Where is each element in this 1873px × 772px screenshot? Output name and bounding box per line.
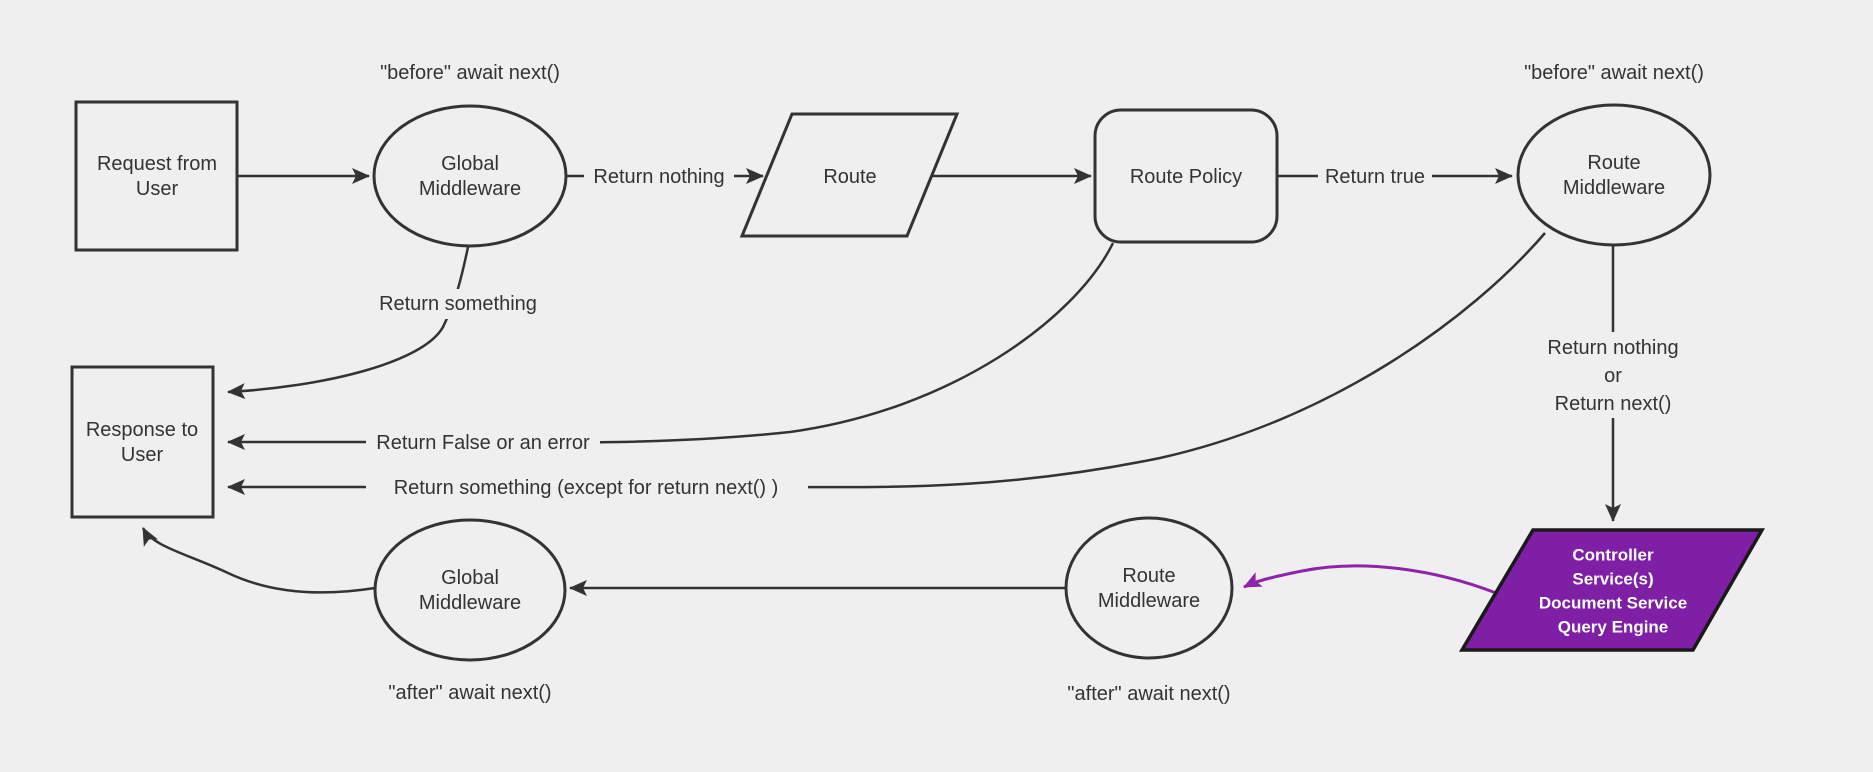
edge-controller-to-route-middleware-bottom <box>1243 564 1497 595</box>
node-global-middleware-top: Global Middleware <box>372 104 568 248</box>
node-label-line2: Middleware <box>1098 590 1200 612</box>
node-label-line2: Middleware <box>419 592 521 614</box>
node-route: Route <box>739 112 960 238</box>
edge-label-text: Return False or an error <box>376 432 590 454</box>
annotation-before-await-next-right: "before" await next() <box>1524 62 1704 84</box>
edge-label-bg <box>366 473 808 503</box>
node-route-shape <box>739 112 960 238</box>
edge-label-return-true: Return true <box>1318 161 1432 191</box>
node-label-line1: Response to <box>86 419 198 441</box>
node-label-line1: Route <box>823 166 876 188</box>
node-label-line2: Middleware <box>419 178 521 200</box>
node-label-line2: Middleware <box>1563 177 1665 199</box>
edge-label-text: Return something <box>379 293 537 315</box>
edge-global-middleware-to-response <box>227 246 470 400</box>
edge-label-return-something: Return something <box>368 289 548 319</box>
node-global-middleware-top-shape <box>372 104 568 248</box>
edge-global-middleware-bottom-to-response <box>141 527 376 594</box>
annotation-after-await-next-left: "after" await next() <box>388 682 551 704</box>
node-label-line2: Service(s) <box>1572 570 1653 589</box>
node-label-line1: Route <box>1587 152 1640 174</box>
edge-label-return-nothing-or-next: Return nothing or Return next() <box>1518 332 1708 418</box>
edge-label-return-something-except: Return something (except for return next… <box>366 473 808 503</box>
node-label-line1: Controller <box>1572 546 1654 565</box>
node-global-middleware-bottom-shape <box>373 518 567 662</box>
node-route-policy-shape <box>1093 108 1279 244</box>
edge-label-bg <box>1518 332 1708 418</box>
node-label-line1: Route Policy <box>1130 166 1242 188</box>
edge-label-text: Return something (except for return next… <box>394 477 779 499</box>
edge-label-text-line3: Return next() <box>1555 393 1672 415</box>
edge-label-return-false-or-error: Return False or an error <box>366 428 600 458</box>
node-route-middleware-top: Route Middleware <box>1516 103 1712 247</box>
node-label-line1: Route <box>1122 565 1175 587</box>
node-label-line1: Global <box>441 567 499 589</box>
node-route-middleware-top-shape <box>1516 103 1712 247</box>
node-route-middleware-bottom-shape <box>1064 516 1234 660</box>
node-response-to-user-shape <box>70 365 215 519</box>
node-request-from-user: Request from User <box>74 100 239 252</box>
edge-label-text-line1: Return nothing <box>1547 337 1678 359</box>
node-label-line1: Request from <box>97 153 217 175</box>
node-response-to-user: Response to User <box>70 365 215 519</box>
edge-label-bg <box>368 289 548 319</box>
annotation-before-await-next-left: "before" await next() <box>380 62 560 84</box>
node-global-middleware-bottom: Global Middleware <box>373 518 567 662</box>
annotation-after-await-next-right: "after" await next() <box>1067 683 1230 705</box>
node-label-line3: Document Service <box>1539 594 1687 613</box>
edge-label-text: Return true <box>1325 166 1425 188</box>
node-label-line2: User <box>121 444 164 466</box>
edge-label-bg <box>1318 161 1432 191</box>
edge-route-middleware-to-response <box>227 232 1546 495</box>
node-label-line2: User <box>136 178 179 200</box>
node-route-middleware-bottom: Route Middleware <box>1064 516 1234 660</box>
node-label-line4: Query Engine <box>1558 618 1669 637</box>
node-label-line1: Global <box>441 153 499 175</box>
node-controller-services: Controller Service(s) Document Service Q… <box>1458 528 1766 652</box>
edge-label-text: Return nothing <box>593 166 724 188</box>
edge-label-return-nothing: Return nothing <box>584 161 734 191</box>
edge-label-bg <box>366 428 600 458</box>
edge-label-bg <box>584 161 734 191</box>
node-request-from-user-shape <box>74 100 239 252</box>
node-route-policy: Route Policy <box>1093 108 1279 244</box>
node-controller-services-shape <box>1458 528 1766 652</box>
edge-label-text-line2: or <box>1604 365 1622 387</box>
